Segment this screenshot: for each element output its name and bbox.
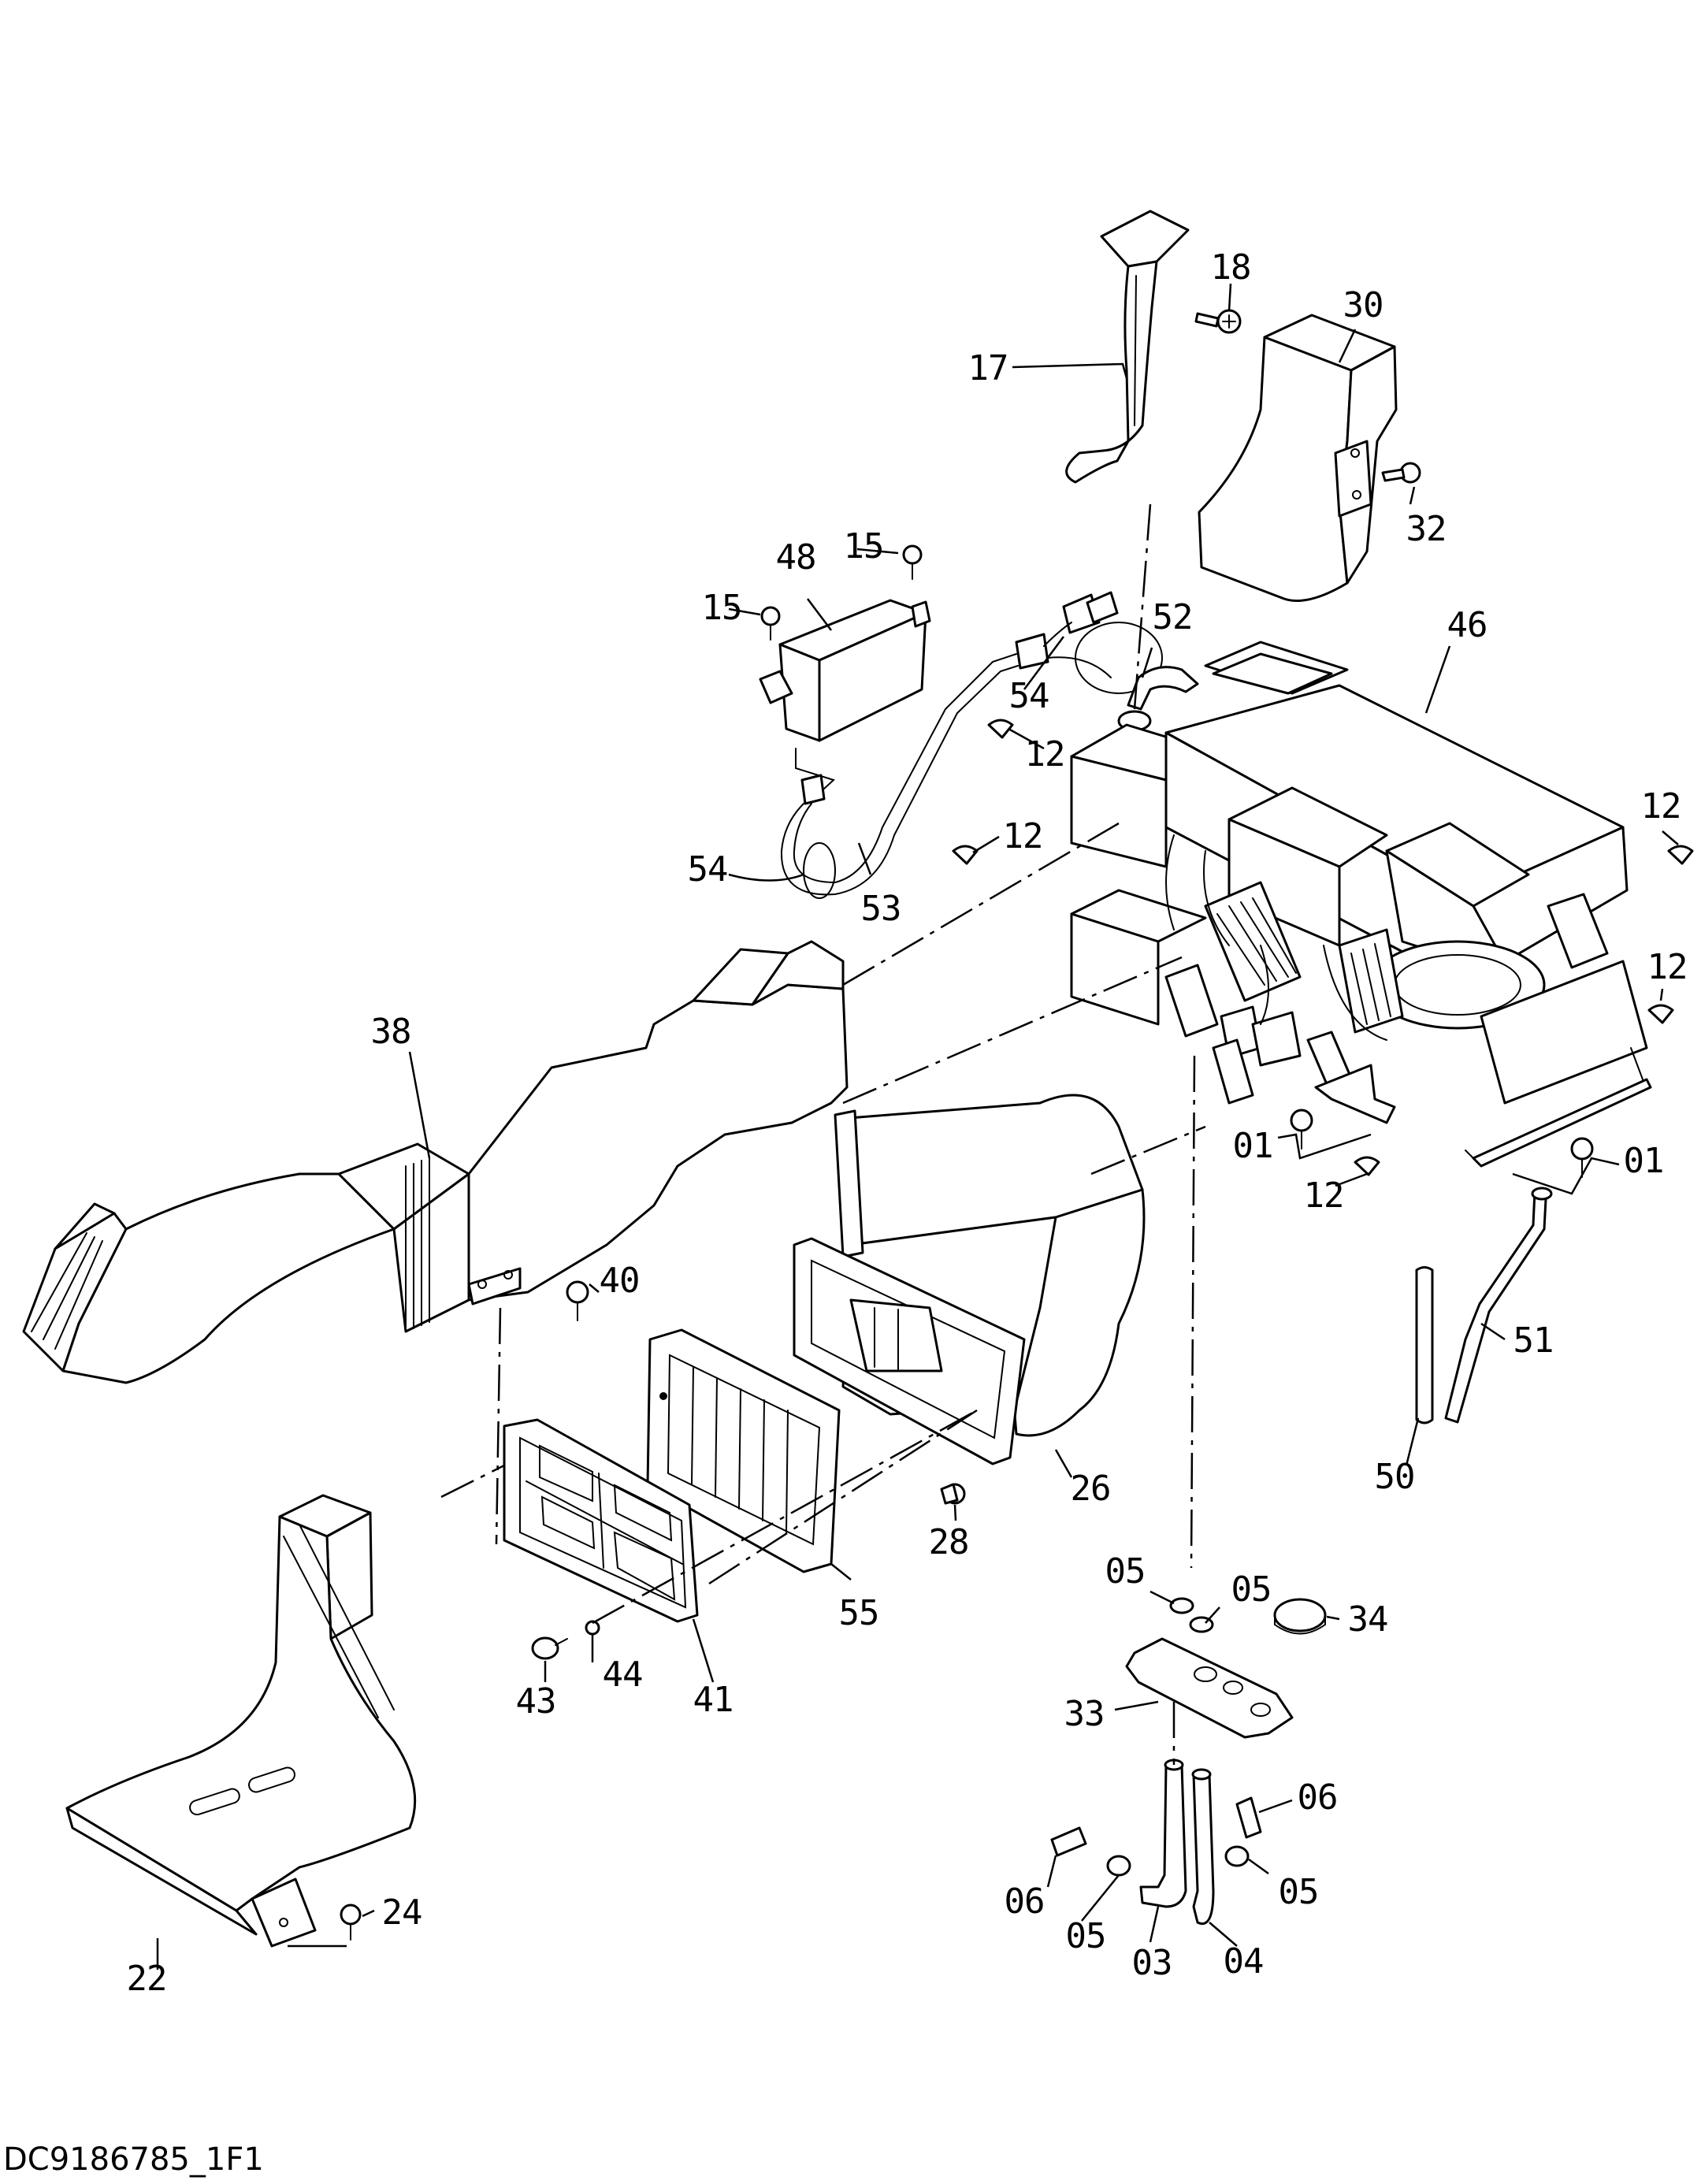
- callout-34: 34: [1347, 1599, 1389, 1640]
- callout-32: 32: [1406, 509, 1447, 549]
- assembly-lines: [440, 503, 1206, 1765]
- callout-54-upper: 54: [1008, 676, 1050, 716]
- screw-15a: [902, 544, 923, 580]
- callout-46: 46: [1447, 605, 1488, 645]
- callout-30: 30: [1343, 285, 1384, 325]
- callout-15-lower: 15: [701, 588, 743, 628]
- screws-01: [1290, 1109, 1594, 1178]
- callout-12-e: 12: [1303, 1176, 1345, 1216]
- callout-05-c: 05: [1278, 1872, 1320, 1912]
- callout-06-right: 06: [1297, 1777, 1339, 1818]
- callout-52: 52: [1152, 597, 1194, 637]
- controller-48: [759, 599, 931, 742]
- callout-38: 38: [370, 1012, 412, 1052]
- clips-12: [952, 719, 1694, 1176]
- callout-15-upper: 15: [843, 526, 885, 566]
- callout-05-a: 05: [1105, 1551, 1146, 1592]
- callout-12-d: 12: [1647, 947, 1688, 987]
- callout-03: 03: [1131, 1943, 1173, 1983]
- fasteners-43-44: [531, 1620, 600, 1660]
- harness-53-54: [780, 591, 1163, 899]
- fittings-06: [1050, 1796, 1262, 1857]
- screw-28: [940, 1483, 966, 1505]
- callout-01-right: 01: [1623, 1141, 1665, 1181]
- clamps-05-upper: [1169, 1597, 1214, 1633]
- pipe-51: [1444, 1187, 1553, 1424]
- ac-unit-46: [1070, 641, 1652, 1168]
- callout-54-lower: 54: [687, 849, 729, 890]
- case-26: [793, 1094, 1146, 1465]
- hose-04: [1191, 1768, 1215, 1926]
- screw-15b: [760, 606, 781, 641]
- callout-24: 24: [381, 1892, 423, 1933]
- screw-18: [1194, 309, 1242, 334]
- callout-50: 50: [1374, 1457, 1416, 1497]
- document-id: DC9186785_1F1: [3, 2141, 264, 2178]
- callout-01-left: 01: [1232, 1126, 1274, 1166]
- callout-26: 26: [1070, 1469, 1112, 1509]
- cap-34: [1273, 1598, 1327, 1635]
- callout-53: 53: [860, 889, 902, 929]
- callout-55: 55: [838, 1593, 880, 1633]
- plate-33: [1125, 1637, 1294, 1739]
- screw-32: [1381, 462, 1421, 484]
- callout-40: 40: [599, 1261, 641, 1301]
- pipe-50: [1415, 1266, 1434, 1424]
- screw-24: [340, 1904, 362, 1941]
- callout-12-b: 12: [1640, 786, 1682, 826]
- duct-30: [1198, 314, 1398, 602]
- callout-12-c: 12: [1002, 816, 1044, 856]
- callout-44: 44: [602, 1655, 644, 1695]
- callout-17: 17: [967, 348, 1009, 388]
- pipe-52: [1117, 666, 1199, 732]
- callout-12-a: 12: [1024, 734, 1066, 774]
- duct-17: [1065, 210, 1190, 484]
- callout-41: 41: [693, 1680, 734, 1720]
- callout-06-left: 06: [1004, 1881, 1045, 1922]
- hose-03: [1139, 1759, 1187, 1908]
- screw-40: [566, 1280, 589, 1321]
- leader-52: [1141, 647, 1153, 678]
- callout-18: 18: [1210, 247, 1252, 288]
- callout-43: 43: [515, 1681, 557, 1722]
- callout-48: 48: [775, 537, 817, 578]
- clamps-05-lower: [1106, 1845, 1250, 1877]
- callout-28: 28: [928, 1522, 970, 1562]
- duct-38: [22, 940, 849, 1384]
- duct-22: [65, 1494, 417, 1948]
- callout-51: 51: [1513, 1320, 1554, 1361]
- callout-05-d: 05: [1065, 1916, 1107, 1956]
- leader-lines: [156, 283, 1679, 1970]
- callout-22: 22: [126, 1959, 168, 1999]
- leader-46: [1424, 645, 1451, 714]
- filter-41: [503, 1418, 699, 1623]
- callout-04: 04: [1223, 1941, 1265, 1982]
- callout-05-b: 05: [1231, 1569, 1272, 1610]
- callout-33: 33: [1064, 1694, 1105, 1734]
